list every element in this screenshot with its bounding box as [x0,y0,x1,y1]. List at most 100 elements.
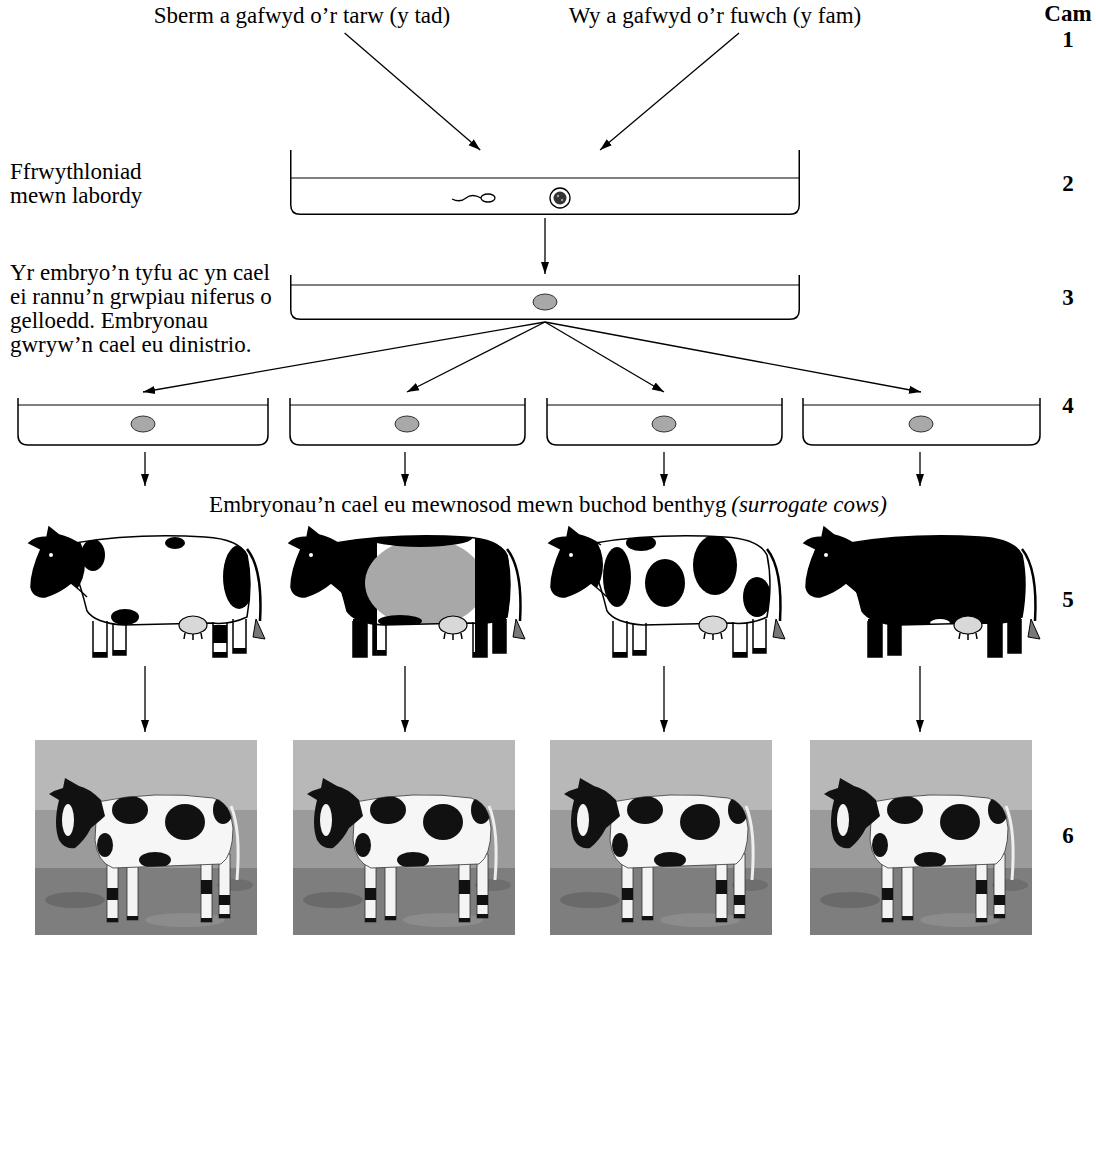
cow-details [49,549,265,657]
step-number: 2 [1044,172,1092,196]
sperm-tail [452,196,481,201]
cow-patch [603,547,631,607]
source-text: Sberm a gafwyd o’r tarw (y tad) [154,4,450,28]
source-label: Sberm a gafwyd o’r tarw (y tad) [150,2,454,30]
calf-photo [810,740,1032,935]
down-arrow [663,666,664,732]
arrow-connector [600,33,739,150]
cow-patch [165,537,185,549]
egg-nucleus [554,192,567,205]
embryo [533,294,557,310]
note-row: Embryonau’n cael eu mewnosod mewn buchod… [0,493,1096,517]
dish-caption: Yr embryo’n tyfu ac yn cael ei rannu’n g… [10,261,278,357]
calf-photo [550,740,772,935]
step-number: 4 [1044,394,1092,418]
petri-dish [547,398,782,445]
step-heading: Cam [1044,2,1092,26]
cow-outline [289,527,510,657]
arrow-connector [345,33,481,150]
surrogate-cow [804,527,1040,657]
cow-patch [475,525,535,665]
dish-liquid [291,285,800,286]
petri-dish [803,398,1040,445]
cow-fill [804,527,1025,657]
dish-caption-holder: Yr embryo’n tyfu ac yn cael ei rannu’n g… [10,261,278,357]
dish-liquid [547,405,782,406]
embryo [652,416,676,432]
cow-patch [645,559,685,607]
cow-outline [804,527,1025,657]
cow-patch [365,539,485,627]
label-holder: 6 [1044,824,1092,848]
cow-patches [930,619,950,627]
cow-outline [29,527,250,657]
down-arrow [919,452,920,486]
cow-patch [930,619,950,627]
label-holder: 2 [1044,172,1092,196]
source-text: Wy a gafwyd o’r fuwch (y fam) [569,4,861,28]
embryo [395,416,419,432]
down-arrow [144,666,145,732]
calf-photo [35,740,257,935]
egg-cell [550,188,570,208]
dish-liquid [18,405,268,406]
petri-dish-outline [290,150,800,215]
cow-details [309,549,525,657]
calf-photo [293,740,515,935]
down-arrow [663,452,664,486]
label-holder: 5 [1044,588,1092,612]
label-holder: 4 [1044,394,1092,418]
cow-patch [111,609,139,625]
dish-wall [291,150,800,214]
split-arrows [143,322,921,392]
egg-texture [561,199,563,201]
cow-details [569,549,785,657]
petri-dish: Yr embryo’n tyfu ac yn cael ei rannu’n g… [290,275,800,320]
egg-texture [557,195,559,197]
down-arrow [144,452,145,486]
step-number: 1 [1044,28,1092,52]
cow-patch [213,625,227,643]
label-holder: Cam [1044,2,1092,26]
embryo [909,416,933,432]
step-number: 5 [1044,588,1092,612]
surrogate-cow [285,525,535,665]
arrow-connector [544,218,545,274]
cow-patch [693,535,737,595]
step-note: (surrogate cows) [731,493,887,517]
source-label: Wy a gafwyd o’r fuwch (y fam) [565,2,865,30]
dish-wall [291,275,800,319]
cow-patch [743,577,771,617]
petri-dish [18,398,268,445]
cow-patches [543,527,771,617]
label-holder: 1 [1044,28,1092,52]
cow-patch [285,525,377,665]
split-arrow [407,322,545,392]
down-arrow [404,666,405,732]
dish-liquid [290,405,525,406]
petri-dish-outline [290,275,800,320]
petri-dish [290,398,525,445]
step-number: 6 [1044,824,1092,848]
cow-details [824,549,1040,657]
cow-patch [81,539,105,571]
embryo [131,416,155,432]
cow-patches [285,525,535,665]
down-arrow [404,452,405,486]
petri-dish: Ffrwythloniad mewn labordy [290,150,800,215]
surrogate-cow [543,527,785,657]
dish-caption-holder: Ffrwythloniad mewn labordy [10,160,175,208]
split-arrow [545,322,921,392]
label-holder: 3 [1044,286,1092,310]
dish-caption: Ffrwythloniad mewn labordy [10,160,175,208]
cow-outline [549,527,770,657]
petri-dishes [18,398,1040,445]
sperm-head [481,194,495,202]
embryos [131,416,933,432]
step-number: 3 [1044,286,1092,310]
cow-patch [21,523,85,603]
dish-liquid [803,405,1040,406]
